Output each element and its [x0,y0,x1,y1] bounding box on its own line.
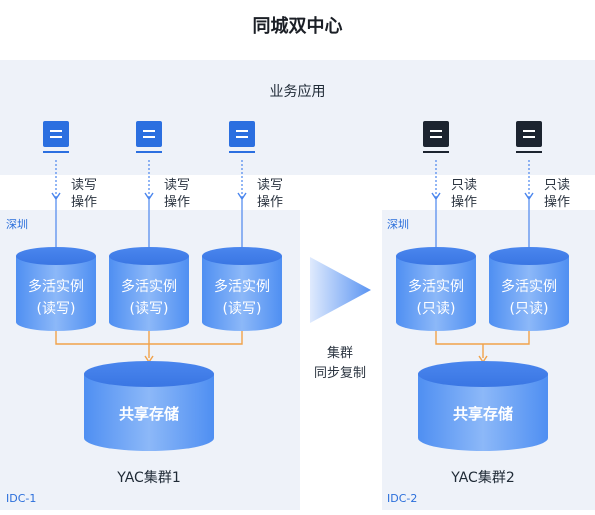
operation-label: 读写操作 [164,178,191,210]
operation-label: 读写操作 [71,178,98,210]
instance-cylinder [489,247,569,331]
instance-cylinder [16,247,96,331]
operation-label: 只读操作 [544,178,571,210]
down-arrow-icon [55,160,530,248]
instance-label: 多活实例(只读) [501,279,557,317]
server-icon [43,121,69,153]
location-label: 深圳 [6,218,28,231]
instance-label: 多活实例(读写) [214,279,270,317]
business-label: 业务应用 [269,84,326,100]
server-icon [423,121,449,153]
instance-label: 多活实例(读写) [28,279,84,317]
business-panel [0,60,595,175]
play-triangle-icon [310,257,371,323]
cluster-name: YAC集群1 [117,470,181,486]
instance-cylinder [202,247,282,331]
diagram-title: 同城双中心 [252,16,343,37]
server-icon [136,121,162,153]
instance-to-storage-link [55,331,530,358]
sync-label: 集群同步复制 [313,346,366,381]
operation-label: 读写操作 [257,178,284,210]
operation-label: 只读操作 [451,178,478,210]
location-label: 深圳 [387,218,409,231]
server-icon [516,121,542,153]
storage-cylinder [84,361,214,451]
server-icon [229,121,255,153]
idc-label: IDC-2 [387,492,418,505]
instance-label: 多活实例(只读) [408,279,464,317]
cluster-name: YAC集群2 [451,470,515,486]
storage-label: 共享存储 [452,405,513,423]
instance-label: 多活实例(读写) [121,279,177,317]
storage-cylinder [418,361,548,451]
instance-cylinder [109,247,189,331]
storage-label: 共享存储 [118,405,179,423]
idc-label: IDC-1 [6,492,37,505]
instance-cylinder [396,247,476,331]
